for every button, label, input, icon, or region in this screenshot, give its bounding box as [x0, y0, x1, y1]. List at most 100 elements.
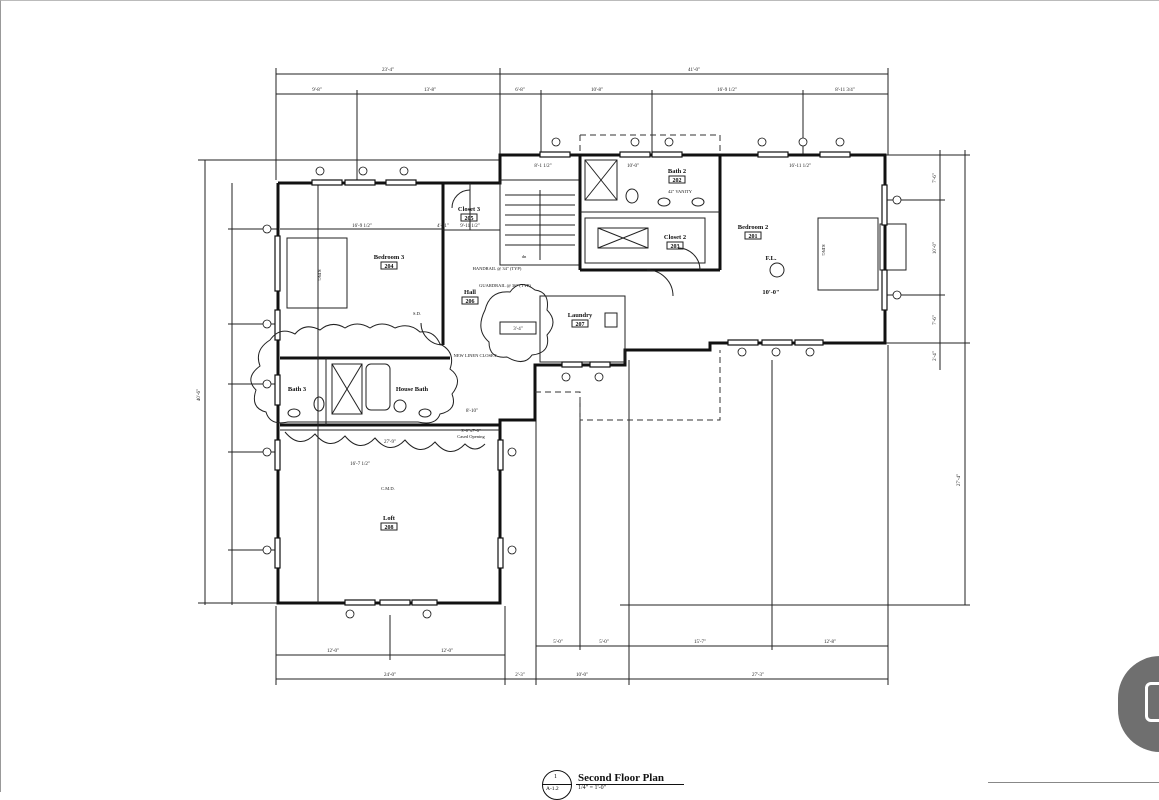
interior-walls — [250, 137, 907, 619]
dim-text: 41'-0" — [688, 68, 700, 73]
shower — [584, 159, 618, 201]
sink — [418, 408, 432, 418]
note-vanity: 42" VANITY — [668, 189, 693, 194]
room-number: 207 — [576, 322, 585, 328]
note-guardrail: GUARDRAIL @ 36" (TYP) — [479, 283, 531, 288]
interior-dimensions: 16'-9 1/2" 4'-11" 9'-11 1/2" 27'-9" 16'-… — [350, 164, 811, 467]
dim-text: 15'-7" — [694, 640, 706, 645]
room-number: 202 — [673, 178, 682, 184]
dim-text: 27'-4" — [957, 474, 962, 486]
dim-text: 12'-8" — [824, 640, 836, 645]
bathtub — [365, 363, 391, 411]
dim-text: 16'-7 1/2" — [350, 462, 370, 467]
dim-text: 9'-11 1/2" — [460, 224, 480, 229]
dim-text: 8'-10" — [466, 409, 478, 414]
dim-text: 27'-3" — [752, 673, 764, 678]
room-name: Bath 2 — [668, 168, 686, 175]
detail-number: 1 — [554, 774, 557, 780]
sink — [691, 197, 705, 207]
door-swing — [420, 322, 444, 346]
bed-king — [286, 237, 348, 309]
dim-text: 10'-0" — [627, 164, 639, 169]
dim-text: 2'-4" — [933, 351, 938, 361]
room-name: Loft — [383, 515, 396, 522]
room-number: 203 — [671, 244, 680, 250]
note-handrail: HANDRAIL @ 34" (TYP) — [473, 266, 522, 271]
title-block-edge — [988, 782, 1159, 783]
left-dimensions: 40'-6" — [197, 159, 500, 605]
room-number: 201 — [749, 234, 758, 240]
bottom-dimensions: 5'-0" 5'-0" 15'-7" 12'-8" 12'-0" 12'-0" … — [275, 345, 889, 685]
drawing-title: Second Floor Plan — [578, 772, 664, 784]
toilet — [313, 396, 325, 412]
skylight — [597, 227, 649, 249]
fireplace — [879, 223, 907, 271]
dim-text: 12'-0" — [441, 649, 453, 654]
revision-cloud — [480, 284, 554, 362]
dim-text: 5'-0" — [553, 640, 563, 645]
note-bed: KING — [317, 269, 322, 281]
notes: HANDRAIL @ 34" (TYP) GUARDRAIL @ 36" (TY… — [317, 189, 826, 491]
door-swing — [677, 247, 701, 271]
dim-text: 27'-9" — [384, 440, 396, 445]
windows — [274, 151, 888, 606]
door-swing — [646, 269, 674, 297]
room-name: House Bath — [396, 386, 429, 393]
room-name: Bath 3 — [288, 386, 307, 393]
dim-text: 8'-11 3/4" — [835, 88, 855, 93]
note-cased-opening: Cased Opening — [457, 434, 485, 439]
dim-text: 10'-8" — [591, 88, 603, 93]
dim-text: 10'-0" — [933, 242, 938, 254]
elevation-marker — [769, 262, 785, 278]
room-name: Closet 2 — [664, 234, 686, 241]
dim-text: 16'-11 1/2" — [789, 164, 811, 169]
room-labels: Bedroom 3 204 Closet 3 205 Hall 206 Bath… — [288, 168, 768, 531]
title-underline — [576, 784, 684, 785]
washer — [604, 312, 618, 328]
dim-text: 2'-3" — [515, 673, 525, 678]
room-name: Hall — [464, 289, 476, 296]
room-name: Bedroom 2 — [738, 224, 768, 231]
room-name: Closet 3 — [458, 206, 481, 213]
dim-text: 7'-6" — [933, 315, 938, 325]
revision-cloud — [250, 323, 458, 424]
note-cased-size: 3'-0"x7'-6" — [461, 428, 481, 433]
note-bed: KING — [821, 244, 826, 256]
door-swing — [451, 189, 471, 209]
drawing-scale: 1/4" = 1'-0" — [578, 785, 607, 791]
sheet-number: A-1.2 — [546, 786, 559, 792]
note-co-detector: C.M.D. — [381, 486, 395, 491]
room-name: Laundry — [568, 312, 593, 319]
dim-text: 3'-4" — [513, 327, 523, 332]
revision-cloud — [284, 431, 486, 452]
floor-level-label: F.L. — [766, 255, 777, 262]
room-number: 205 — [465, 216, 474, 222]
floor-level-value: 10'-0" — [762, 289, 779, 296]
note-smoke-detector: S.D. — [413, 311, 421, 316]
dim-text: 5'-0" — [599, 640, 609, 645]
sink — [657, 197, 671, 207]
room-number: 208 — [385, 525, 394, 531]
sink — [287, 408, 301, 418]
note-stair-down: dn — [522, 254, 527, 259]
scan-document-icon — [1145, 682, 1159, 722]
dim-text: 4'-11" — [437, 224, 449, 229]
dim-text: 12'-0" — [327, 649, 339, 654]
bed-king — [817, 217, 879, 291]
room-number: 206 — [466, 299, 475, 305]
toilet — [625, 188, 639, 204]
detail-bubble-divider — [542, 784, 572, 785]
stair — [505, 190, 575, 260]
dim-text: 8'-1 1/2" — [534, 164, 551, 169]
room-number: 204 — [385, 264, 394, 270]
note-linen-closet: NEW LINEN CLOSET — [454, 353, 497, 358]
dim-text: 6'-8" — [515, 88, 525, 93]
dim-text: 16'-9 1/2" — [352, 224, 372, 229]
dim-text: 10'-0" — [576, 673, 588, 678]
dim-text: 7'-6" — [933, 173, 938, 183]
shower — [331, 363, 363, 415]
toilet — [393, 399, 407, 413]
dim-text: 23'-4" — [382, 68, 394, 73]
